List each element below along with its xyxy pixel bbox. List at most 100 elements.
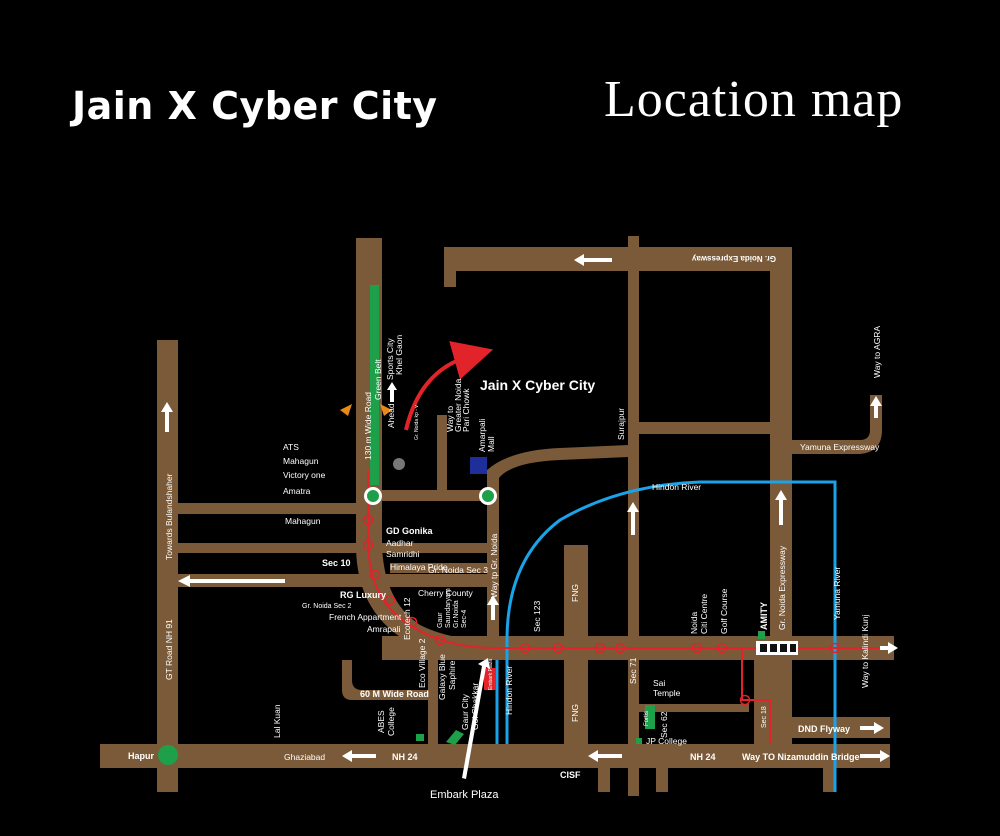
road-stub	[823, 768, 835, 792]
noida-citi-label-2: Citi Centre	[699, 594, 709, 634]
metro-station	[362, 539, 374, 551]
road-arrow-band	[178, 574, 498, 587]
yamuna-river-label: Yamuna River	[832, 567, 842, 620]
metro-station	[369, 569, 381, 581]
nh24-left-label: NH 24	[392, 752, 418, 762]
arrow-right-icon	[860, 750, 890, 762]
road-dnd-flyway	[792, 717, 890, 738]
cherry-county-label: Cherry County	[418, 588, 474, 598]
arrow-up-icon	[775, 490, 787, 525]
dnd-flyway-label: DND Flyway	[798, 724, 850, 734]
sec-62-label: Sec 62	[659, 711, 669, 738]
ghaziabad-label: Ghaziabad	[284, 752, 325, 762]
road-diagonal	[487, 445, 628, 478]
road-park	[382, 490, 492, 501]
metro-station	[594, 642, 606, 654]
jp-college-label: JP College	[646, 736, 687, 746]
amrapali-mall-label-1: Amarpali	[477, 418, 487, 452]
galaxy-blue-label-1: Galaxy Blue	[437, 654, 447, 700]
map-subtitle: Location map	[604, 71, 904, 128]
hapur-label: Hapur	[128, 751, 155, 761]
road-top-stub	[444, 247, 456, 287]
project-pointer-icon	[404, 341, 494, 431]
sec-71-label: Sec 71	[628, 657, 638, 684]
metro-line	[367, 470, 890, 649]
expressway-top-label: Gr. Noida Expressway	[691, 254, 776, 263]
embark-plaza-label: Embark Plaza	[430, 789, 499, 801]
road-sec10	[178, 543, 498, 553]
cisf-label: CISF	[560, 770, 581, 780]
metro-station	[552, 642, 564, 654]
road-yamuna-link	[639, 422, 789, 434]
road-yamuna-expressway	[792, 395, 882, 454]
ecotech-label: Ecotech 12	[402, 597, 412, 640]
arrow-up-icon	[627, 502, 639, 535]
abes-label-1: ABES	[376, 710, 386, 733]
arrow-right-icon	[880, 642, 898, 654]
gr-noida-kp-label: Gr. Noida kp - v	[414, 405, 420, 440]
wide-road-60-label: 60 M Wide Road	[360, 689, 429, 699]
galaxy-blue-label-2: Saphire	[447, 660, 457, 690]
green-belt	[370, 285, 379, 485]
metro-station	[739, 694, 751, 706]
fortis-marker-icon	[645, 705, 655, 729]
road-kp-v	[437, 415, 447, 495]
road-fng	[564, 545, 588, 744]
road-gr-noida-expressway	[444, 247, 789, 271]
project-label: Jain X Cyber City	[480, 377, 595, 393]
road-himalaya	[390, 563, 498, 573]
fng-top-label: FNG	[570, 584, 580, 602]
gd-gonika-label: GD Gonika	[386, 526, 434, 536]
arrow-left-icon	[574, 254, 612, 266]
way-to-agra-label: Way to AGRA	[872, 326, 882, 378]
direction-arrows	[161, 254, 898, 779]
lal-kuan-label: Lal Kuan	[272, 704, 282, 738]
orange-arrow-icon	[380, 404, 392, 416]
pari-chowk-label-1: Way to	[445, 406, 455, 432]
road-sec18	[754, 660, 770, 744]
mahagun-road-label: Mahagun	[285, 516, 321, 526]
arrow-up-icon	[387, 382, 397, 402]
gr-noida-sec4-label-1: Gr.Noida	[453, 600, 460, 628]
ats-label: ATS	[283, 442, 299, 452]
metro-station	[519, 642, 531, 654]
pari-chowk-label-2: Greater Noida	[453, 378, 463, 432]
road-network	[100, 236, 894, 796]
metro-station	[691, 642, 703, 654]
khel-gaon-label: Khel Gaon	[394, 335, 404, 375]
abes-label-2: College	[386, 707, 396, 736]
way-to-gr-noida-label: Way tp Gr. Noida	[489, 533, 499, 598]
sec-10-label: Sec 10	[322, 558, 351, 568]
eco-village-label: Eco Village 2	[417, 638, 427, 688]
himalaya-pride-label: Himalaya Pride	[390, 562, 448, 572]
mahagun-label: Mahagun	[283, 456, 319, 466]
fortis-label: Fortis	[644, 711, 650, 726]
arrow-up-icon	[161, 402, 173, 432]
arrow-up-icon	[870, 396, 882, 418]
wide-road-130-label: 130 m Wide Road	[363, 392, 373, 460]
metro-station	[362, 514, 374, 526]
hapur-junction-icon	[158, 745, 178, 765]
map-title: Jain X Cyber City	[72, 84, 438, 128]
surajpur-label: Surajpur	[616, 408, 626, 440]
road-way-to-gr-noida	[487, 470, 499, 640]
arrow-left-icon	[178, 575, 285, 587]
metro-station	[716, 642, 728, 654]
metro-stations	[362, 514, 841, 706]
hindon-river-label: Hindon River	[652, 482, 701, 492]
expressway-vertical-label: Gr. Noida Expressway	[777, 545, 787, 630]
nizamuddin-label: Way TO Nizamuddin Bridge	[742, 752, 860, 762]
sports-city-label: Sports City	[385, 338, 395, 380]
rg-luxury-label: RG Luxury	[340, 590, 386, 600]
road-gt-nh91	[157, 340, 178, 792]
bulandshaher-label: Towards Bulandshaher	[164, 473, 174, 560]
green-belt-label: Green Belt	[373, 359, 383, 400]
embark-plaza-marker-icon	[484, 668, 496, 690]
hindon-river-lower-label: Hindon River	[504, 666, 514, 715]
aadhar-label-2: Samridhi	[386, 549, 420, 559]
metro-branch	[741, 648, 771, 744]
road-stub	[598, 768, 610, 792]
french-appartment-label: French Appartment	[329, 612, 402, 622]
road-60m	[342, 660, 428, 700]
metro-station	[384, 594, 396, 606]
